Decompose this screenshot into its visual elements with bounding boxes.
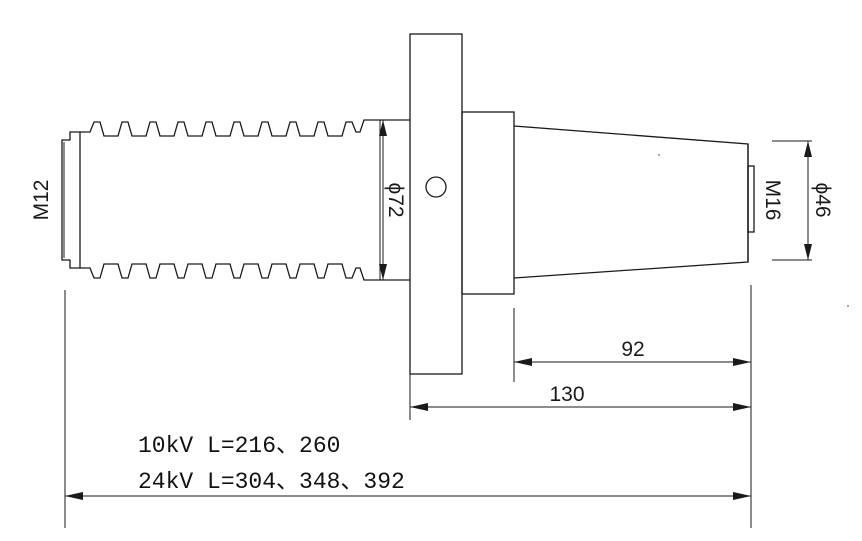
label-dim-92: 92 — [621, 338, 644, 361]
label-m16: M16 — [761, 180, 784, 221]
dim-130 — [410, 403, 751, 411]
note-10kv-length: 10kV L=216、260 — [138, 433, 340, 459]
note-24kv-length: 24kV L=304、348、392 — [138, 469, 405, 495]
label-phi72: ϕ72 — [384, 182, 407, 217]
corrugated-insulator-body — [80, 119, 410, 281]
dim-overall-length — [65, 492, 751, 500]
label-phi46: ϕ46 — [811, 182, 834, 217]
label-dim-130: 130 — [549, 383, 584, 406]
dim-92 — [514, 358, 751, 366]
flange — [409, 33, 463, 375]
label-m12: M12 — [30, 180, 53, 221]
dim-phi72 — [379, 120, 387, 280]
stray-dot — [847, 305, 849, 307]
dim-phi46 — [772, 140, 812, 261]
tapered-cone — [461, 111, 755, 295]
m12-threaded-end — [61, 131, 81, 269]
stray-dot — [658, 154, 660, 156]
